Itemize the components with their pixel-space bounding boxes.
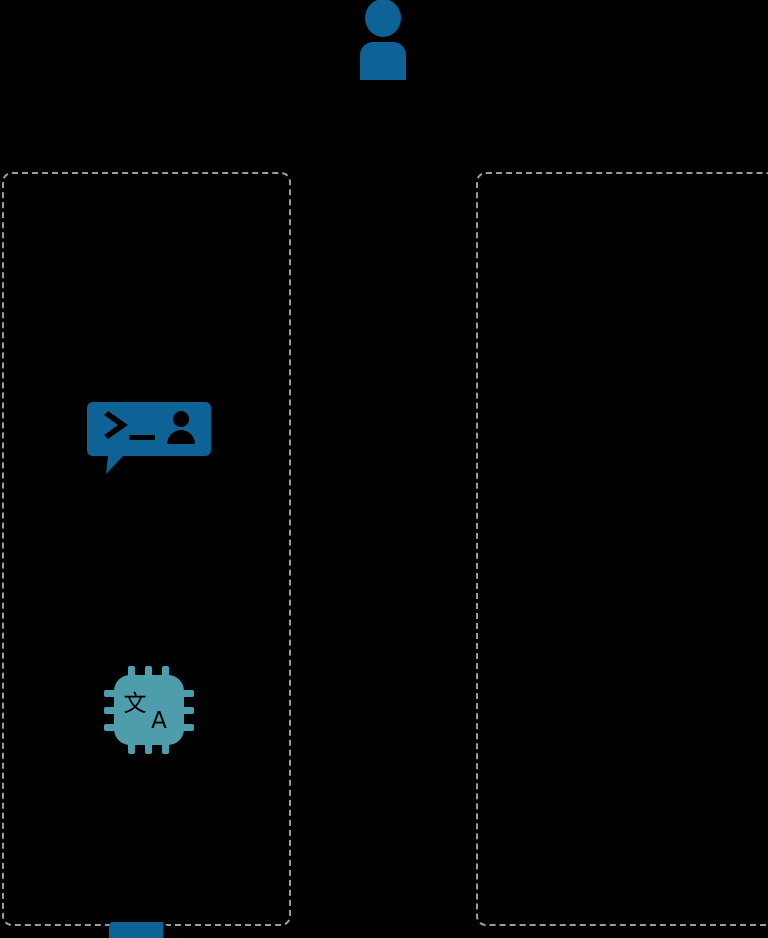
contact-head-glyph <box>173 411 189 427</box>
document-folded-corner <box>163 922 179 938</box>
document-page-shape <box>109 922 179 938</box>
chip-body-shape <box>114 675 184 745</box>
translate-target-glyph: A <box>151 708 167 734</box>
translate-source-glyph: 文 <box>124 691 147 717</box>
contact-body-glyph <box>167 430 195 444</box>
translate-chip-icon[interactable]: 文 A <box>104 666 194 754</box>
user-icon[interactable] <box>348 0 418 80</box>
user-head-shape <box>365 0 401 37</box>
document-idea-icon[interactable] <box>108 918 200 938</box>
panel-left: 文 A <box>2 172 291 938</box>
terminal-chevron-glyph <box>104 411 128 439</box>
panel-right <box>476 172 768 926</box>
user-body-shape <box>360 42 406 80</box>
chat-terminal-icon[interactable] <box>87 402 211 474</box>
terminal-underscore-glyph <box>129 435 155 440</box>
